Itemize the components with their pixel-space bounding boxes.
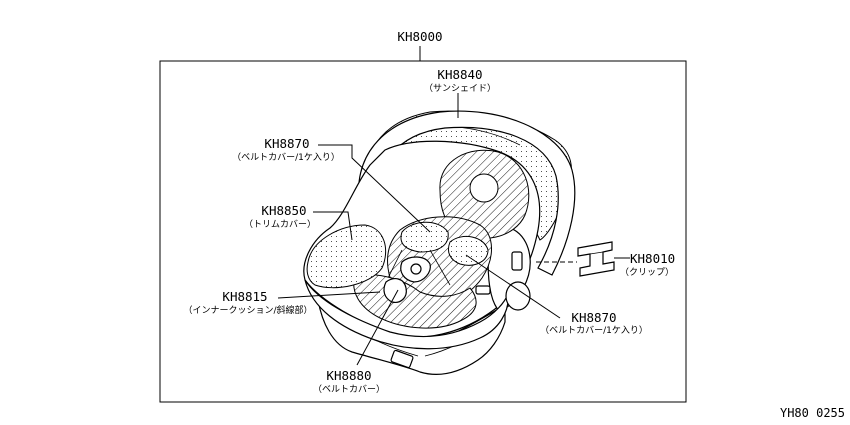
part-code-kh8010: KH8010 [630,251,675,266]
assembly-frame [159,60,687,403]
part-name-kh8870-lower: （ベルトカバー/1ケ入り） [540,325,648,336]
part-code-kh8840: KH8840 [437,67,482,82]
buckle-button [410,263,422,275]
part-code-kh8850: KH8850 [261,203,306,218]
leader-kh8870-upper [318,144,431,233]
clip-shape [577,241,615,277]
handle-pivot [505,281,531,311]
part-name-kh8815: （インナークッション/斜線部） [183,304,312,316]
head-cushion-center [469,173,499,203]
leader-kh8880 [356,289,399,366]
assembly-code-label: KH8000 [397,29,442,44]
belt-cover-left-pad [400,221,449,253]
trim-cover-front [306,224,387,289]
carry-handle [358,110,576,276]
part-code-kh8815: KH8815 [222,289,267,304]
side-release-lever [475,285,491,295]
base-foot [390,349,414,369]
part-name-kh8010: （クリップ） [620,267,674,278]
leader-kh8870-lower [465,254,561,319]
clip-part [577,241,615,277]
part-name-kh8880: （ベルトカバー） [313,384,385,395]
handle-lock-tab [511,251,523,271]
leader-kh8850 [313,211,353,241]
clip-edge [589,251,604,255]
figure-code: YH80 0255 [780,406,845,420]
leader-lines [277,93,630,366]
infant-car-seat-illustration [303,110,576,375]
part-name-kh8850: （トリムカバー） [244,219,316,230]
part-name-kh8870-upper: （ベルトカバー/1ケ入り） [232,152,340,163]
part-name-kh8840: （サンシェイド） [424,83,496,94]
part-code-kh8870-lower: KH8870 [571,310,616,325]
crotch-belt-cover [383,278,407,303]
belt-cover-right-pad [447,235,489,266]
leader-kh8815 [277,291,381,299]
part-code-kh8880: KH8880 [326,368,371,383]
harness-strap [429,249,451,286]
part-code-kh8870-upper: KH8870 [264,136,309,151]
